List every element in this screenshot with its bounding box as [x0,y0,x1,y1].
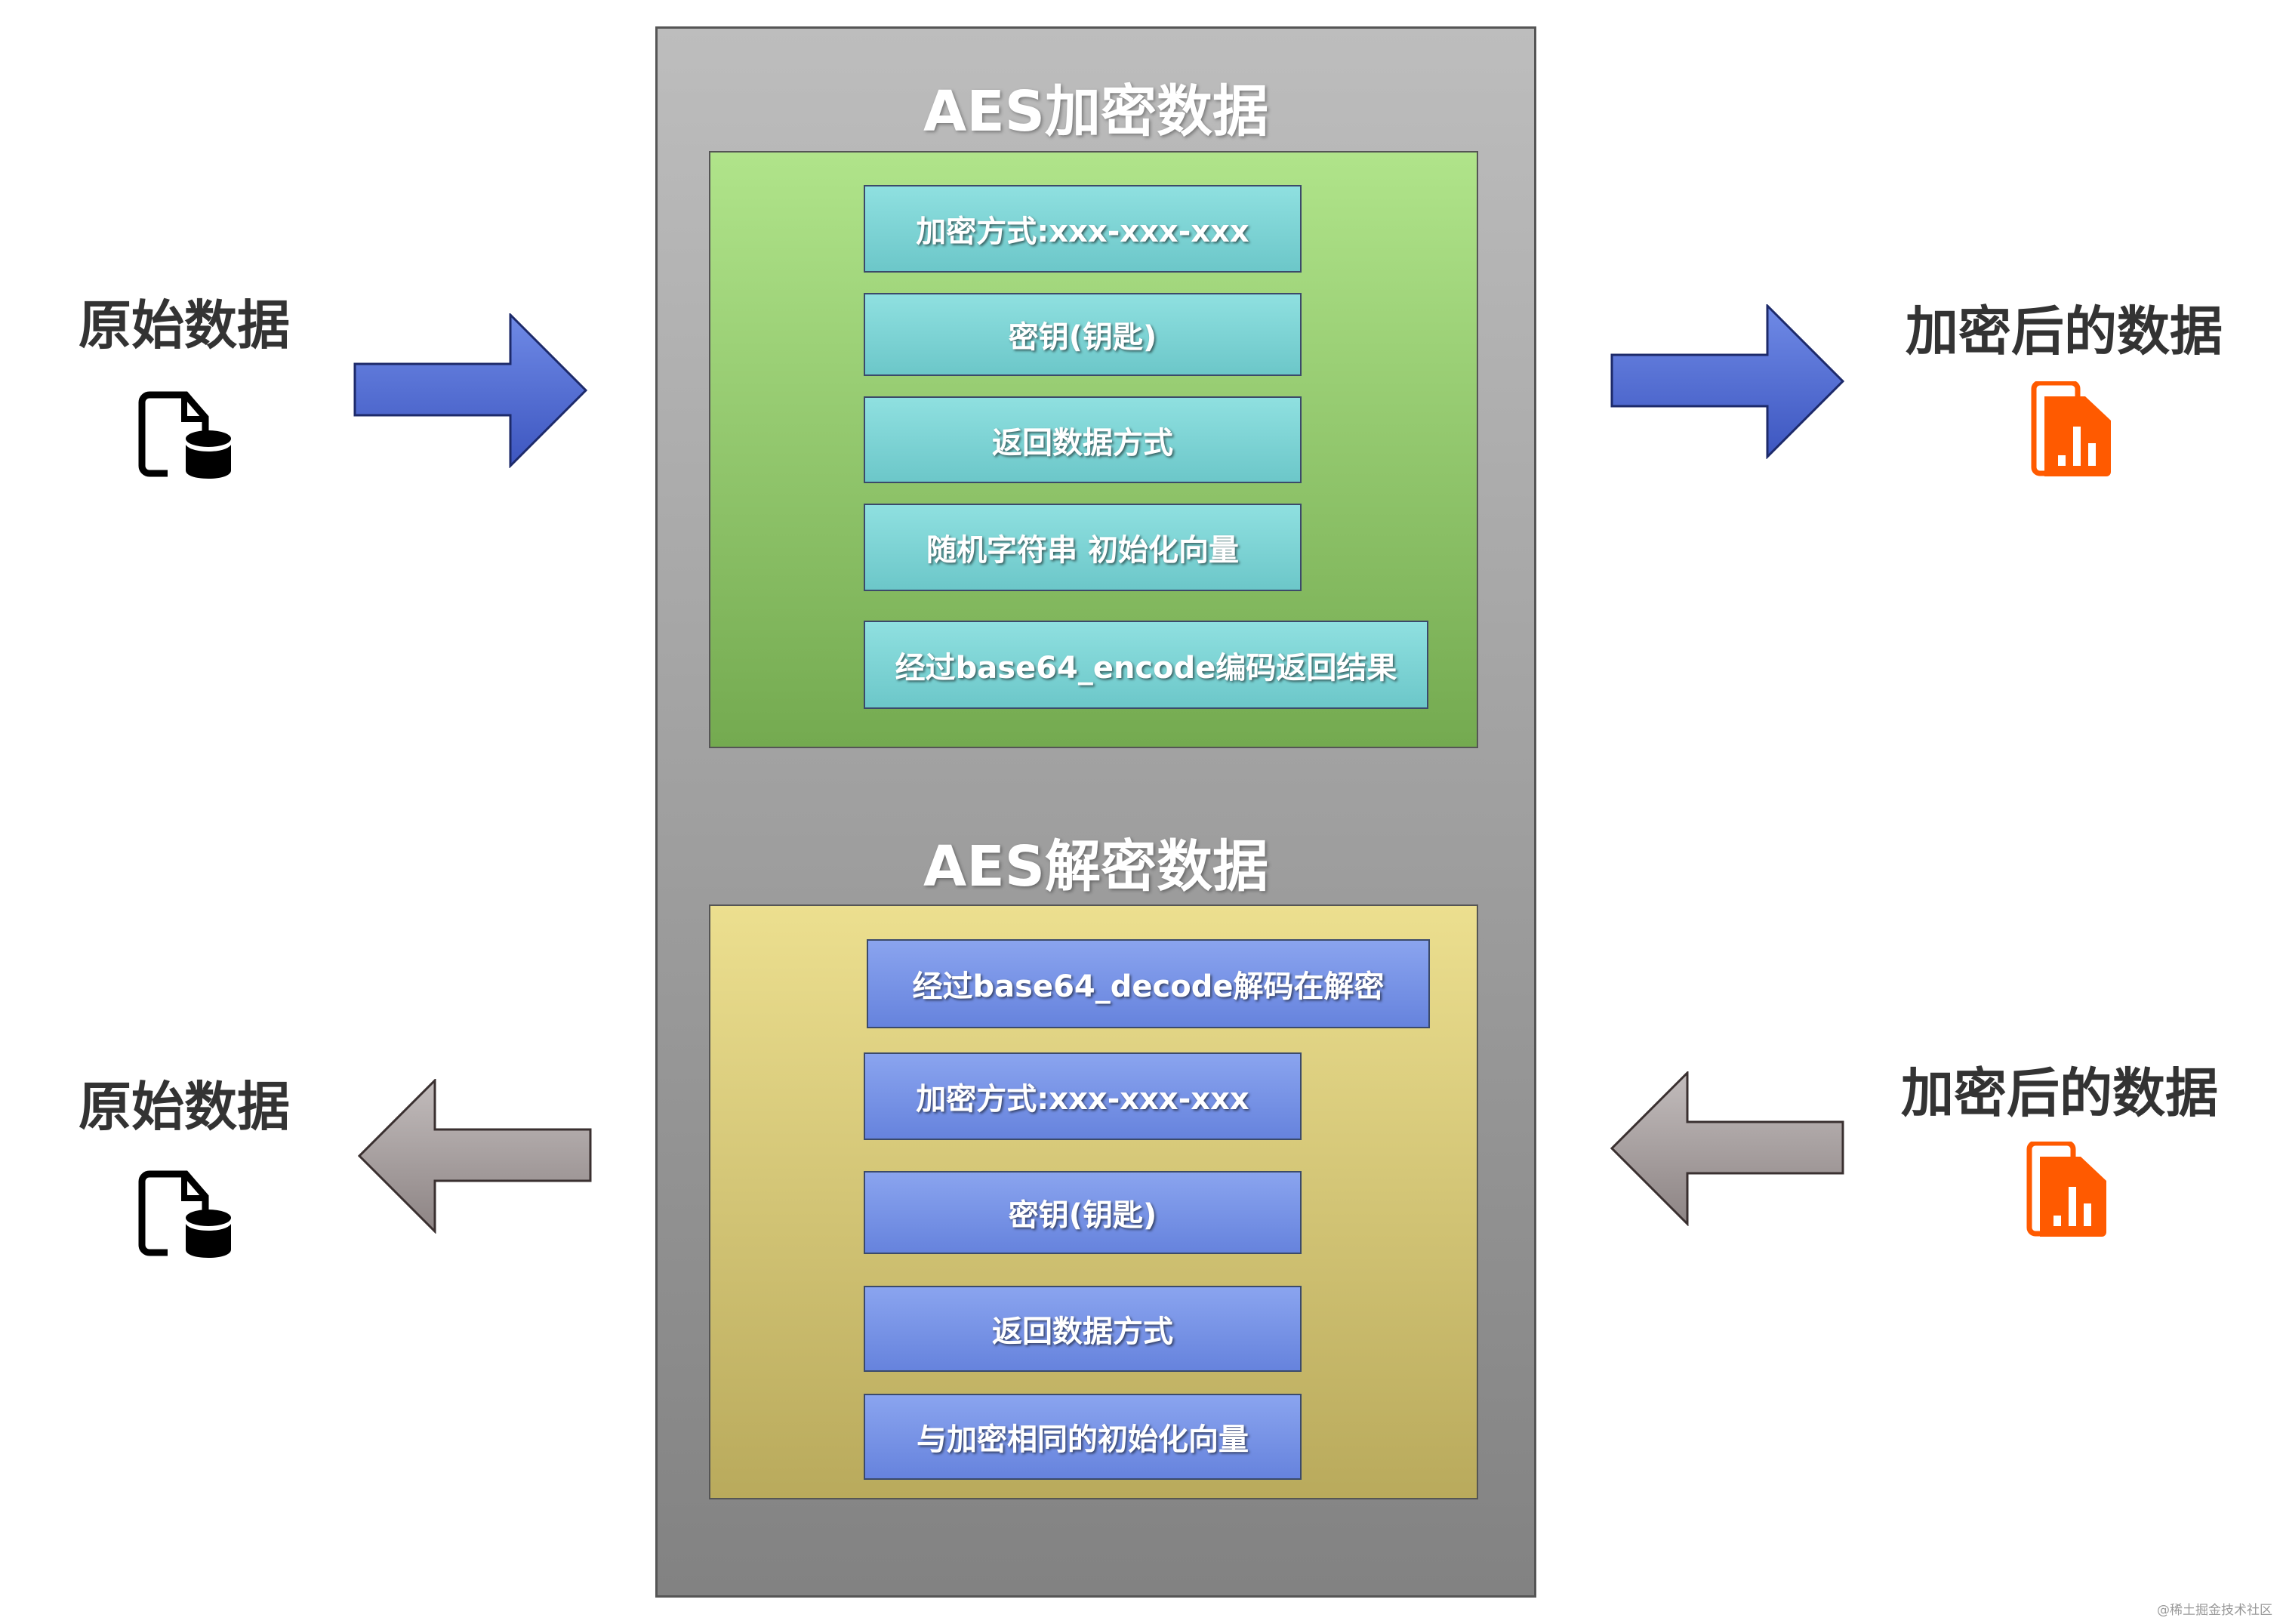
watermark: @稀土掘金技术社区 [2157,1603,2272,1618]
arrow-left-icon [1610,1071,1844,1226]
original-data-label: 原始数据 [79,1076,290,1138]
encrypt-step: 加密方式:xxx-xxx-xxx [864,185,1302,273]
arrow-right-icon [353,313,588,468]
decrypt-step: 与加密相同的初始化向量 [864,1394,1302,1480]
encrypted-data-label: 加密后的数据 [1901,1062,2218,1124]
encrypt-step: 返回数据方式 [864,396,1302,483]
arrow-left-icon [358,1079,592,1234]
arrow-right-icon [1610,304,1845,459]
encrypt-step: 经过base64_encode编码返回结果 [864,621,1428,709]
decrypt-title: AES解密数据 [923,834,1269,899]
decrypt-step: 返回数据方式 [864,1286,1302,1372]
file-database-icon [138,391,231,479]
encrypt-step: 密钥(钥匙) [864,293,1302,376]
encrypt-step: 随机字符串 初始化向量 [864,504,1302,591]
file-database-icon [138,1170,231,1258]
decrypt-step: 密钥(钥匙) [864,1171,1302,1254]
encrypted-data-label: 加密后的数据 [1906,300,2223,362]
report-file-icon [2026,1142,2106,1237]
decrypt-step: 经过base64_decode解码在解密 [867,939,1430,1028]
decrypt-step: 加密方式:xxx-xxx-xxx [864,1052,1302,1140]
encrypt-title: AES加密数据 [923,79,1269,144]
original-data-label: 原始数据 [79,294,290,356]
report-file-icon [2031,381,2111,476]
